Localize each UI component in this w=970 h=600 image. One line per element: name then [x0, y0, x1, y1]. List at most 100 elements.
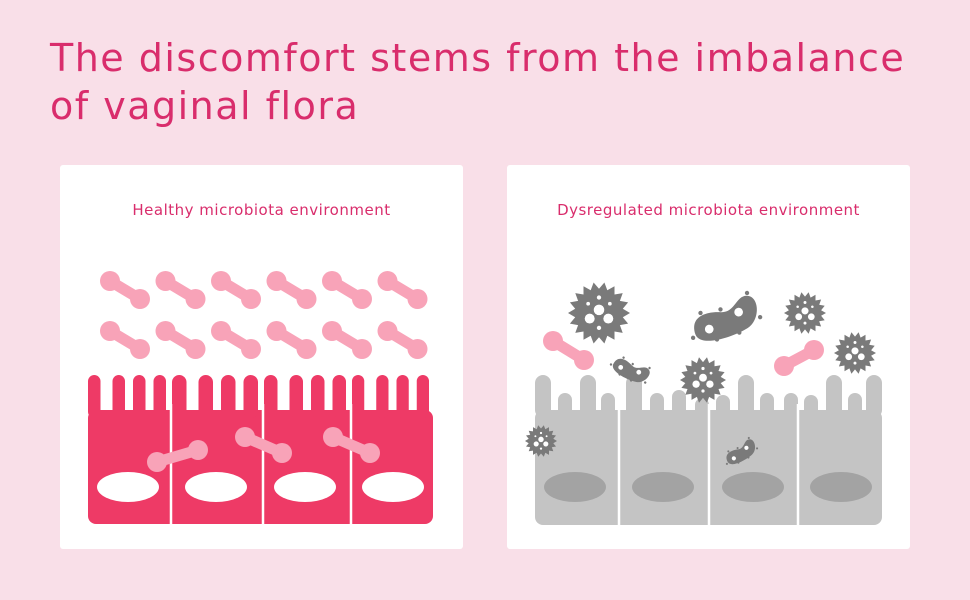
bacterium-body [612, 358, 650, 383]
virus-spot [593, 304, 605, 316]
bacterium-spike [736, 447, 739, 450]
virus-spot [533, 441, 539, 447]
virus-spot [539, 447, 543, 450]
page-title: The discomfort stems from the imbalance … [50, 36, 906, 128]
lactobacillus-end [241, 339, 261, 359]
lactobacillus-icon [377, 271, 428, 309]
bacterium-spike [644, 381, 647, 384]
pathogen-bacterium-icon [609, 356, 651, 384]
microvillus [112, 375, 125, 418]
bacterium-spike [744, 290, 750, 296]
lactobacillus-end [130, 289, 150, 309]
microvillus [289, 375, 303, 418]
microvillus [535, 375, 551, 418]
virus-spot [709, 371, 713, 375]
virus-spot [596, 325, 602, 331]
cell-nucleus [185, 472, 247, 502]
microvillus [198, 375, 213, 418]
lactobacillus-end [804, 340, 824, 360]
dysregulated-panel-label: Dysregulated microbiota environment [557, 201, 860, 219]
lactobacillus-icon [100, 271, 150, 309]
bacterium-spot [636, 369, 642, 375]
lactobacillus-end [100, 321, 120, 341]
healthy-panel-label: Healthy microbiota environment [132, 201, 391, 219]
microvillus [672, 390, 686, 418]
lactobacillus-end [155, 271, 176, 291]
lactobacillus-icon [211, 321, 261, 359]
cell-nucleus [544, 472, 606, 502]
lactobacillus-icon [322, 271, 372, 309]
virus-spot [845, 353, 853, 361]
virus-spot [534, 435, 537, 438]
virus-spot [857, 353, 865, 361]
lactobacillus-end [377, 321, 398, 341]
lactobacillus-icon [211, 271, 261, 309]
bacterium-spike [698, 310, 703, 316]
lactobacillus-end [266, 321, 287, 341]
lactobacillus-end [407, 339, 428, 359]
bacterium-spike [609, 363, 613, 366]
microvillus [601, 393, 615, 418]
microvillus [416, 375, 429, 418]
bacterium-spot [704, 324, 714, 334]
cell-nucleus [810, 472, 872, 502]
microvillus [716, 395, 730, 418]
lactobacillus-icon [266, 321, 317, 359]
microvillus [172, 375, 187, 418]
virus-spot [846, 345, 849, 348]
microvillus [352, 375, 365, 418]
virus-spot [811, 305, 814, 308]
lactobacillus-end [352, 289, 372, 309]
bacterium-spike [631, 362, 634, 366]
lactobacillus-end [241, 289, 261, 309]
bacterium-spike [737, 461, 740, 464]
bacterium-spike [747, 456, 750, 459]
lactobacillus-icon [147, 440, 208, 472]
cell-nucleus [97, 472, 159, 502]
microvillus [580, 375, 596, 418]
microvillus [695, 398, 709, 418]
pathogen-virus-icon [568, 282, 630, 344]
bacterium-spike [757, 314, 763, 320]
microvillus [153, 375, 166, 418]
virus-spot [545, 435, 548, 438]
lactobacillus-icon [155, 321, 206, 359]
lactobacillus-end [296, 289, 317, 309]
tissue-body [88, 410, 433, 524]
lactobacillus-icon [235, 427, 292, 463]
microvillus [264, 375, 278, 418]
virus-spot [692, 380, 700, 388]
virus-spot [539, 431, 543, 435]
virus-spot [693, 371, 697, 375]
virus-spot [586, 301, 591, 306]
pathogen-virus-icon [525, 425, 557, 457]
lactobacillus-end [322, 321, 342, 341]
bacterium-spot [744, 445, 749, 450]
lactobacillus-end [323, 427, 343, 447]
lactobacillus-end [130, 339, 150, 359]
microvillus [784, 393, 798, 418]
virus-spot [853, 341, 857, 344]
bacterium-spike [629, 379, 633, 382]
lactobacillus-end [155, 321, 176, 341]
lactobacillus-end [360, 443, 380, 463]
cell-nucleus [722, 472, 784, 502]
microvillus [650, 393, 664, 418]
lactobacillus-icon [155, 271, 206, 309]
lactobacillus-end [185, 339, 206, 359]
lactobacillus-end [407, 289, 428, 309]
lactobacillus-end [147, 452, 167, 472]
microvillus [376, 375, 389, 418]
microvillus [332, 375, 346, 418]
bacterium-spot [734, 307, 743, 317]
lactobacillus-icon [377, 321, 428, 359]
bacterium-spike [718, 307, 723, 312]
lactobacillus-icon [100, 321, 150, 359]
bacterium-spot [618, 364, 624, 370]
lactobacillus-end [352, 339, 372, 359]
lactobacillus-end [574, 350, 594, 370]
virus-spot [701, 366, 705, 371]
virus-spot [596, 295, 602, 300]
pathogen-virus-icon [834, 332, 876, 374]
lactobacillus-end [188, 440, 208, 460]
